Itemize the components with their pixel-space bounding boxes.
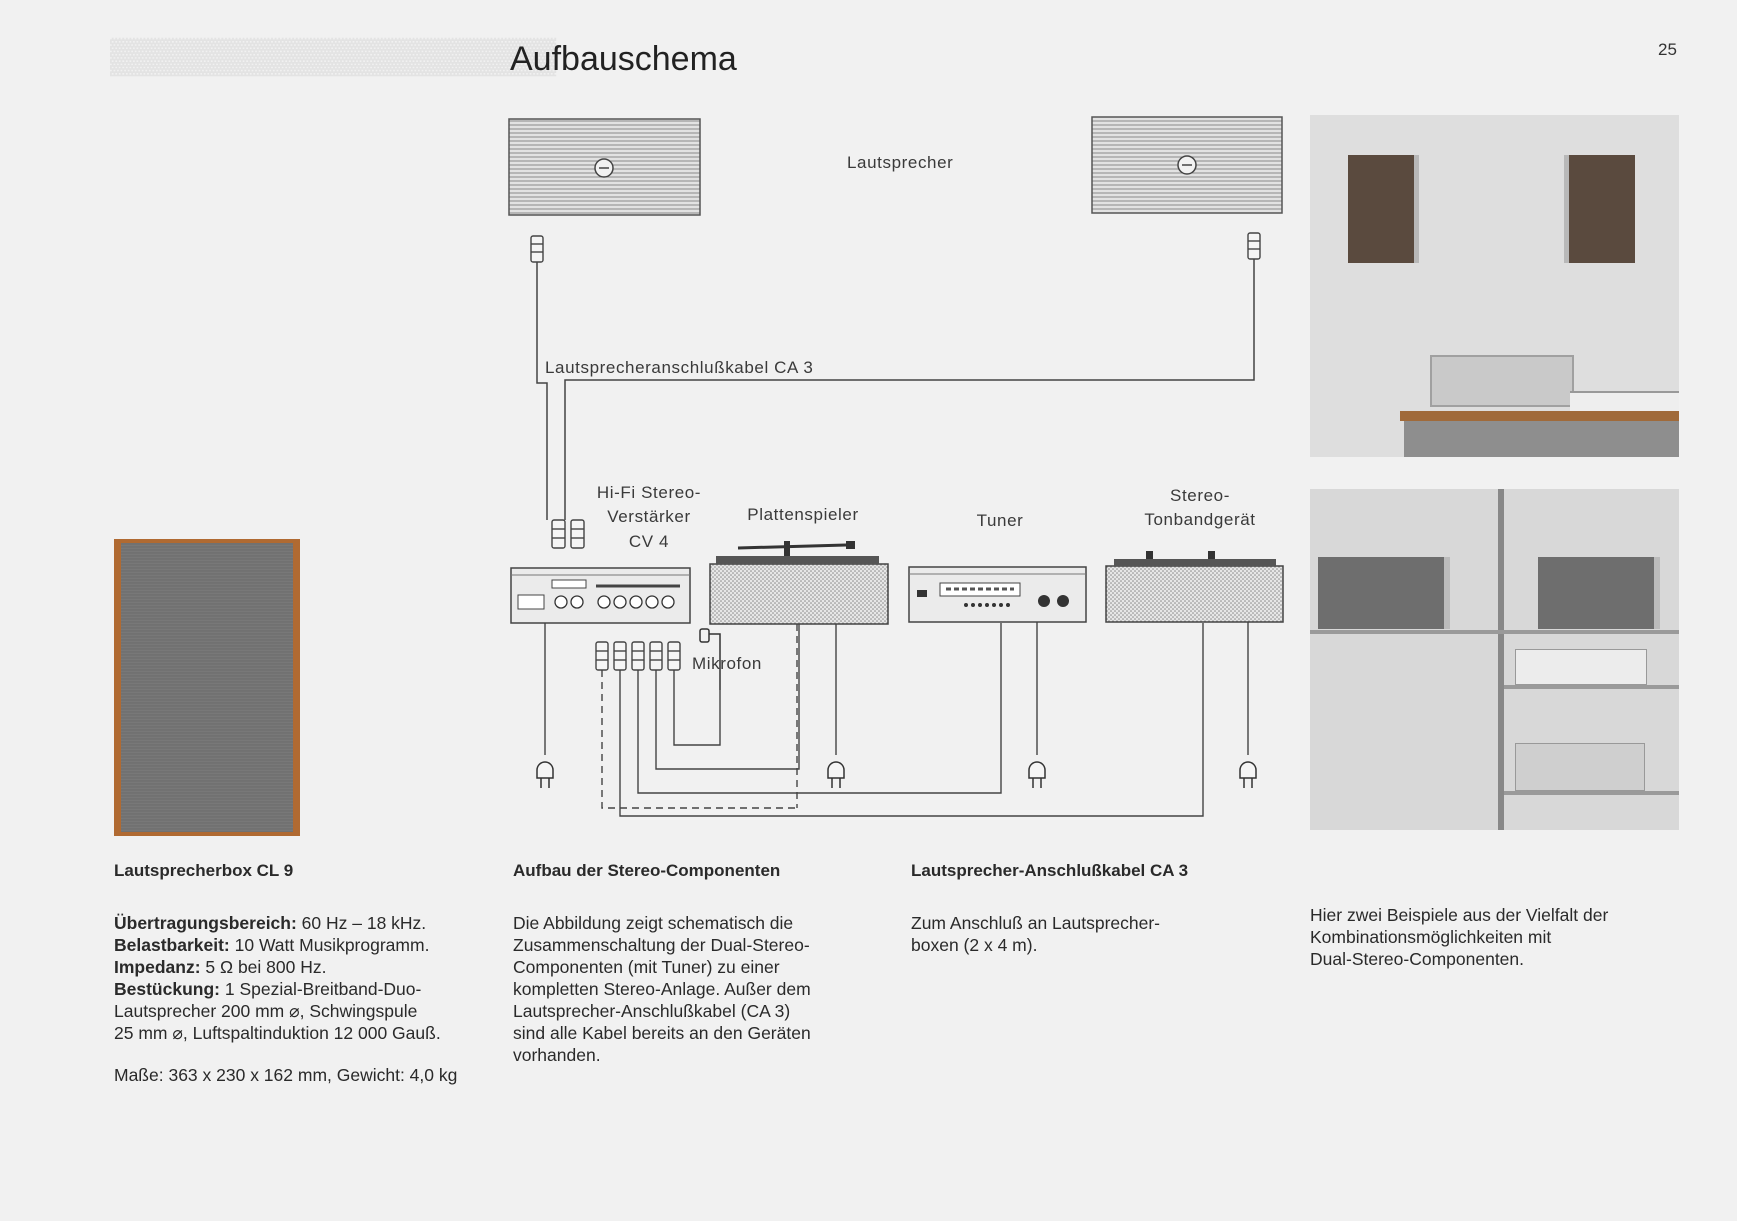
speaker-left	[508, 118, 701, 216]
spec-label: Impedanz:	[114, 957, 201, 977]
column-assembly: Aufbau der Stereo-Componenten Die Abbild…	[513, 860, 863, 1066]
power-plugs	[536, 761, 1257, 788]
turntable-label: Plattenspieler	[747, 505, 858, 524]
amplifier-label-line-2: Verstärker	[607, 507, 690, 526]
wall-unit-shelf-3	[1504, 791, 1679, 795]
spec-frequency-range: Übertragungsbereich: 60 Hz – 18 kHz.	[114, 912, 484, 934]
spec-label: Übertragungsbereich:	[114, 913, 297, 933]
signal-cable-lines	[619, 623, 1204, 817]
tape-deck-label-line-2: Tonbandgerät	[1144, 510, 1255, 529]
spec-equipment-cont-2: 25 mm ⌀, Luftspaltinduktion 12 000 Gauß.	[114, 1023, 441, 1043]
tuner-unit	[908, 566, 1087, 623]
spec-impedance: Impedanz: 5 Ω bei 800 Hz.	[114, 956, 484, 978]
assembly-text-line: Lautsprecher-Anschlußkabel (CA 3)	[513, 1001, 791, 1021]
tape-deck-label: Stereo- Tonbandgerät	[1144, 486, 1255, 529]
amplifier-label-line-1: Hi-Fi Stereo-	[597, 483, 701, 502]
assembly-text-line: sind alle Kabel bereits an den Geräten	[513, 1023, 811, 1043]
tuner-label: Tuner	[977, 511, 1024, 530]
page-title: Aufbauschema	[510, 40, 737, 78]
page-number: 25	[1658, 40, 1677, 59]
wall-unit-speaker-right	[1538, 557, 1660, 629]
amplifier-input-plugs	[551, 519, 585, 549]
amplifier-unit	[510, 567, 691, 624]
assembly-text-line: vorhanden.	[513, 1045, 601, 1065]
spec-label: Belastbarkeit:	[114, 935, 230, 955]
spec-dimensions: Maße: 363 x 230 x 162 mm, Gewicht: 4,0 k…	[114, 1065, 458, 1085]
room-setup-photo-2	[1310, 489, 1679, 830]
spec-value: 10 Watt Musikprogramm.	[229, 935, 430, 955]
wall-unit-speaker-left	[1318, 557, 1450, 629]
amplifier-label-line-3: CV 4	[629, 532, 669, 551]
wall-unit-turntable	[1515, 743, 1645, 791]
examples-text-line: Kombinationsmöglichkeiten mit	[1310, 927, 1552, 947]
assembly-text-line: Zusammenschaltung der Dual-Stereo-	[513, 935, 810, 955]
wall-unit-post	[1498, 489, 1504, 830]
examples-text-line: Hier zwei Beispiele aus der Vielfalt der	[1310, 905, 1609, 925]
spec-label: Bestückung:	[114, 979, 220, 999]
wall-unit-shelf-1	[1310, 630, 1679, 634]
speaker-plug-right	[1247, 232, 1261, 260]
speaker-plug-left	[530, 235, 544, 263]
speakers-label: Lautsprecher	[847, 153, 953, 172]
speaker-box-heading: Lautsprecherbox CL 9	[114, 861, 294, 880]
shelf-board	[1400, 411, 1679, 421]
microphone-icon	[699, 628, 721, 690]
wall-speaker-right	[1564, 155, 1635, 263]
speaker-right	[1091, 116, 1283, 214]
assembly-text-line: Die Abbildung zeigt schematisch die	[513, 913, 794, 933]
spec-value: 60 Hz – 18 kHz.	[296, 913, 427, 933]
turntable-on-shelf	[1430, 355, 1574, 407]
spec-equipment: Bestückung: 1 Spezial-Breitband-Duo-	[114, 978, 484, 1000]
amplifier-on-shelf	[1570, 391, 1679, 413]
spec-power-handling: Belastbarkeit: 10 Watt Musikprogramm.	[114, 934, 484, 956]
speaker-box-photo	[114, 539, 300, 836]
column-speaker-box: Lautsprecherbox CL 9 Übertragungsbereich…	[114, 860, 484, 1086]
dashed-cable-lines	[601, 624, 798, 809]
shelf-shadow	[1404, 421, 1679, 457]
wall-unit-shelf-2	[1504, 685, 1679, 689]
wall-unit-amplifier	[1515, 649, 1647, 685]
cable-text-line: Zum Anschluß an Lautsprecher-	[911, 913, 1161, 933]
cable-label: Lautsprecheranschlußkabel CA 3	[545, 358, 813, 377]
assembly-text-line: Componenten (mit Tuner) zu einer	[513, 957, 780, 977]
cable-heading: Lautsprecher-Anschlußkabel CA 3	[911, 861, 1189, 880]
show-through-ghost-left: ▓▓▓▓▓▓▓▓▓▓▓▓▓▓▓▓▓▓	[110, 36, 557, 74]
column-examples: Hier zwei Beispiele aus der Vielfalt der…	[1310, 904, 1680, 970]
assembly-heading: Aufbau der Stereo-Componenten	[513, 861, 781, 880]
tape-deck-label-line-1: Stereo-	[1170, 486, 1230, 505]
amplifier-label: Hi-Fi Stereo- Verstärker CV 4	[597, 483, 701, 551]
spec-value: 5 Ω bei 800 Hz.	[200, 957, 327, 977]
assembly-text-line: kompletten Stereo-Anlage. Außer dem	[513, 979, 811, 999]
cable-text-line: boxen (2 x 4 m).	[911, 935, 1038, 955]
spec-value: 1 Spezial-Breitband-Duo-	[219, 979, 422, 999]
power-cable-lines	[544, 622, 1249, 755]
interconnect-plugs	[595, 641, 681, 671]
tape-deck-unit	[1105, 551, 1284, 623]
turntable-unit	[709, 541, 889, 625]
speaker-cable-lines	[536, 259, 1255, 520]
wall-speaker-left	[1348, 155, 1419, 263]
examples-text-line: Dual-Stereo-Componenten.	[1310, 949, 1525, 969]
room-setup-photo-1	[1310, 115, 1679, 457]
column-cable: Lautsprecher-Anschlußkabel CA 3 Zum Ansc…	[911, 860, 1261, 956]
spec-equipment-cont-1: Lautsprecher 200 mm ⌀, Schwingspule	[114, 1001, 418, 1021]
microphone-label: Mikrofon	[692, 654, 762, 673]
